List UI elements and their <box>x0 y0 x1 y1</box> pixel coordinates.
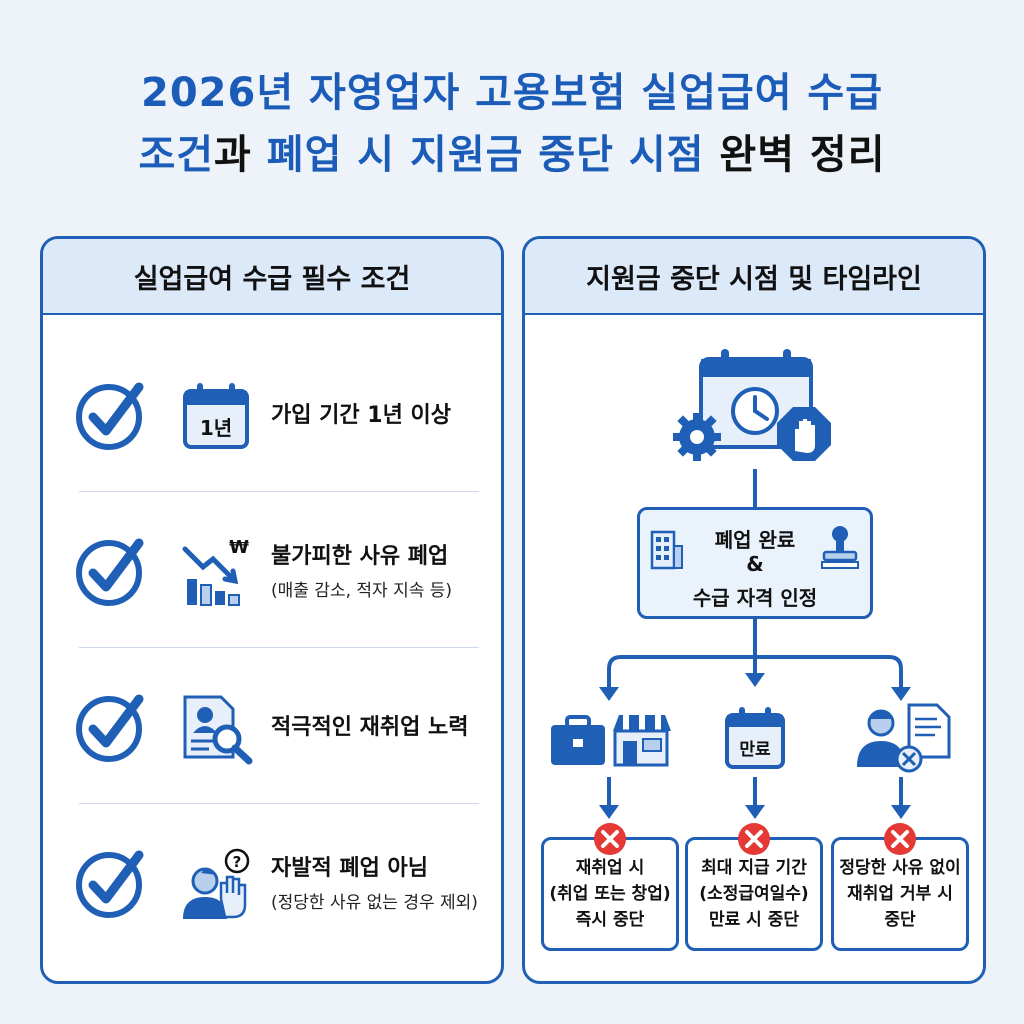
outcome-line: (소정급여일수) <box>699 884 809 904</box>
condition-title: 불가피한 사유 폐업 <box>271 543 449 569</box>
person-reject-document-icon <box>857 703 951 773</box>
store-icon <box>613 715 671 767</box>
gear-icon <box>673 413 721 461</box>
timeline-heading: 지원금 중단 시점 및 타임라인 <box>525 239 983 315</box>
person-stop-hand-icon: ? <box>183 848 250 919</box>
outcome-line: 최대 지급 기간 <box>701 858 807 878</box>
outcome-refusal-box: 정당한 사유 없이 재취업 거부 시 중단 <box>831 823 969 951</box>
divider <box>79 491 479 492</box>
resume-search-icon <box>183 695 253 765</box>
stop-x-icon <box>738 823 770 855</box>
check-circle-icon <box>76 850 144 918</box>
page-title: 2026년 자영업자 고용보험 실업급여 수급 조건과 폐업 시 지원금 중단 … <box>0 62 1024 186</box>
closure-label: 폐업 완료 <box>714 528 796 552</box>
calendar-year-label: 1년 <box>200 416 232 440</box>
won-symbol: ₩ <box>229 537 249 558</box>
condition-item: ₩ 불가피한 사유 폐업 (매출 감소, 적자 지속 등) <box>43 491 501 647</box>
title-line-2: 조건과 폐업 시 지원금 중단 시점 완벽 정리 <box>138 132 886 178</box>
question-mark: ? <box>233 853 242 871</box>
expire-label: 만료 <box>739 740 771 760</box>
outcome-line: 재취업 거부 시 <box>847 884 953 904</box>
timeline-connectors <box>599 469 911 819</box>
eligibility-label: 수급 자격 인정 <box>692 586 818 610</box>
timeline-panel: 지원금 중단 시점 및 타임라인 <box>522 236 986 984</box>
stamp-icon <box>821 526 859 569</box>
condition-item: 적극적인 재취업 노력 <box>43 647 501 803</box>
stop-x-icon <box>884 823 916 855</box>
outcome-line: 정당한 사유 없이 <box>839 858 961 878</box>
check-circle-icon <box>76 694 144 762</box>
outcome-line: 즉시 중단 <box>575 910 645 930</box>
condition-note: (매출 감소, 적자 지속 등) <box>271 580 453 601</box>
building-icon <box>650 530 683 570</box>
calendar-clock-stop-icon <box>673 349 831 461</box>
condition-title: 가입 기간 1년 이상 <box>271 403 451 428</box>
outcome-line: 재취업 시 <box>575 858 645 878</box>
condition-item: ? 자발적 폐업 아님 (정당한 사유 없는 경우 제외) <box>43 803 501 959</box>
condition-title: 적극적인 재취업 노력 <box>271 715 469 740</box>
outcome-line: 만료 시 중단 <box>708 910 800 930</box>
declining-sales-chart-icon: ₩ <box>182 537 249 606</box>
briefcase-icon <box>551 715 605 765</box>
check-circle-icon <box>76 538 144 606</box>
calendar-expire-icon: 만료 <box>725 707 785 769</box>
outcome-max-period-box: 최대 지급 기간 (소정급여일수) 만료 시 중단 <box>685 823 823 951</box>
stop-hand-icon <box>777 407 831 461</box>
closure-complete-box: 폐업 완료 & 수급 자격 인정 <box>637 507 873 619</box>
conditions-heading: 실업급여 수급 필수 조건 <box>43 239 501 315</box>
outcome-reemployment-box: 재취업 시 (취업 또는 창업) 즉시 중단 <box>541 823 679 951</box>
calendar-1year-icon: 1년 <box>183 383 249 449</box>
condition-note: (정당한 사유 없는 경우 제외) <box>271 892 478 913</box>
check-circle-icon <box>76 382 144 450</box>
condition-title: 자발적 폐업 아님 <box>271 855 428 881</box>
divider <box>79 647 479 648</box>
outcome-line: 중단 <box>884 910 916 930</box>
divider <box>79 803 479 804</box>
stop-x-icon <box>594 823 626 855</box>
condition-item: 1년 가입 기간 1년 이상 <box>43 335 501 491</box>
briefcase-store-icon <box>551 715 671 767</box>
outcome-line: (취업 또는 창업) <box>549 884 671 904</box>
ampersand: & <box>746 552 764 576</box>
conditions-panel: 실업급여 수급 필수 조건 1년 가입 기간 1년 이상 <box>40 236 504 984</box>
title-line-1: 2026년 자영업자 고용보험 실업급여 수급 <box>140 70 884 116</box>
